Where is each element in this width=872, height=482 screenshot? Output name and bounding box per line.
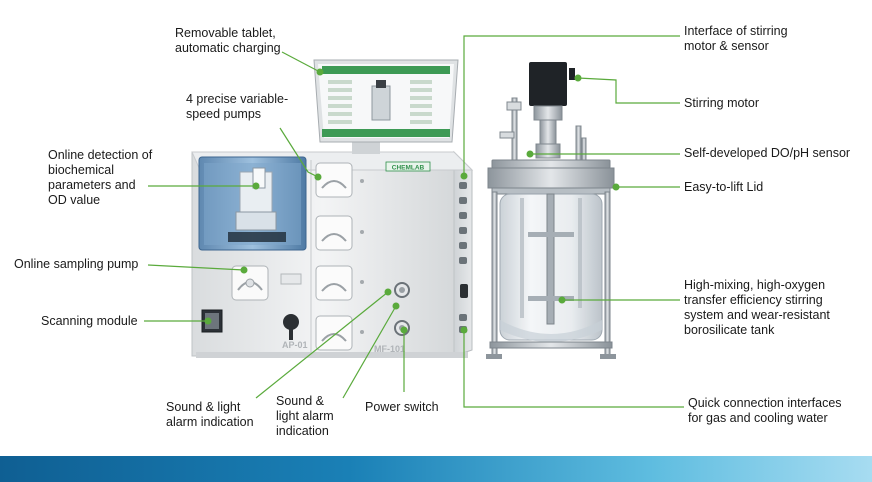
label-online-detection: Online detection of biochemical paramete… [48, 148, 153, 207]
pump-4 [315, 315, 353, 351]
brand-badge: CHEMLAB [385, 161, 431, 172]
dot-sampling [240, 266, 248, 274]
bioreactor-vessel [486, 62, 616, 359]
tablet [313, 59, 459, 154]
pump-1 [315, 162, 353, 198]
dot-mixing [558, 296, 566, 304]
dot-interface [460, 172, 468, 180]
line-alarm-right [342, 305, 397, 399]
label-tablet: Removable tablet, automatic charging [175, 26, 281, 55]
sampling-pump [231, 265, 302, 301]
model-label-right: MF-101 [374, 344, 405, 354]
line-interface [463, 35, 680, 176]
side-ports [459, 182, 468, 333]
dot-pumps [314, 173, 322, 181]
alarm-indicator [394, 282, 410, 298]
valve-knob [283, 314, 299, 340]
scanning-module [201, 309, 223, 333]
stirring-motor-shape [529, 62, 575, 159]
label-motor-interface: Interface of stirring motor & sensor [684, 24, 788, 53]
line-tablet [281, 51, 321, 73]
detection-hood [198, 156, 307, 251]
label-mixing-system: High-mixing, high-oxygen transfer effici… [684, 278, 830, 337]
dot-quick-connect [460, 326, 468, 334]
dot-sensor [526, 150, 534, 158]
line-sampling [147, 264, 245, 271]
label-alarm-right: Sound & light alarm indication [276, 394, 334, 438]
callout-lines [144, 35, 684, 408]
dot-alarm-right [392, 302, 400, 310]
dot-tablet [316, 68, 324, 76]
label-stirring-motor: Stirring motor [684, 96, 760, 110]
pump-2 [315, 215, 353, 251]
label-alarm-left: Sound & light alarm indication [166, 400, 254, 429]
dot-motor [574, 74, 582, 82]
dot-power [400, 326, 408, 334]
line-pumps [279, 127, 319, 178]
dot-alarm-left [384, 288, 392, 296]
line-alarm-left [255, 291, 389, 399]
pump-3 [315, 265, 353, 301]
pump-column [315, 162, 353, 351]
line-quick-connect [463, 330, 684, 408]
label-quick-connect: Quick connection interfaces for gas and … [688, 396, 842, 425]
brand-text: CHEMLAB [392, 165, 425, 172]
label-scanning-module: Scanning module [41, 314, 138, 328]
dot-detection [252, 182, 260, 190]
line-motor [577, 77, 680, 104]
dot-scanning [204, 317, 212, 325]
callout-dots [204, 68, 620, 334]
label-pumps: 4 precise variable- speed pumps [186, 92, 289, 121]
footer-gradient-bar [0, 456, 872, 482]
screws [360, 179, 364, 334]
label-lid: Easy-to-lift Lid [684, 180, 764, 194]
label-sampling-pump: Online sampling pump [14, 257, 139, 271]
dot-lid [612, 183, 620, 191]
model-label-left: AP-01 [282, 340, 308, 350]
label-sensor: Self-developed DO/pH sensor [684, 146, 851, 160]
label-power-switch: Power switch [365, 400, 439, 414]
